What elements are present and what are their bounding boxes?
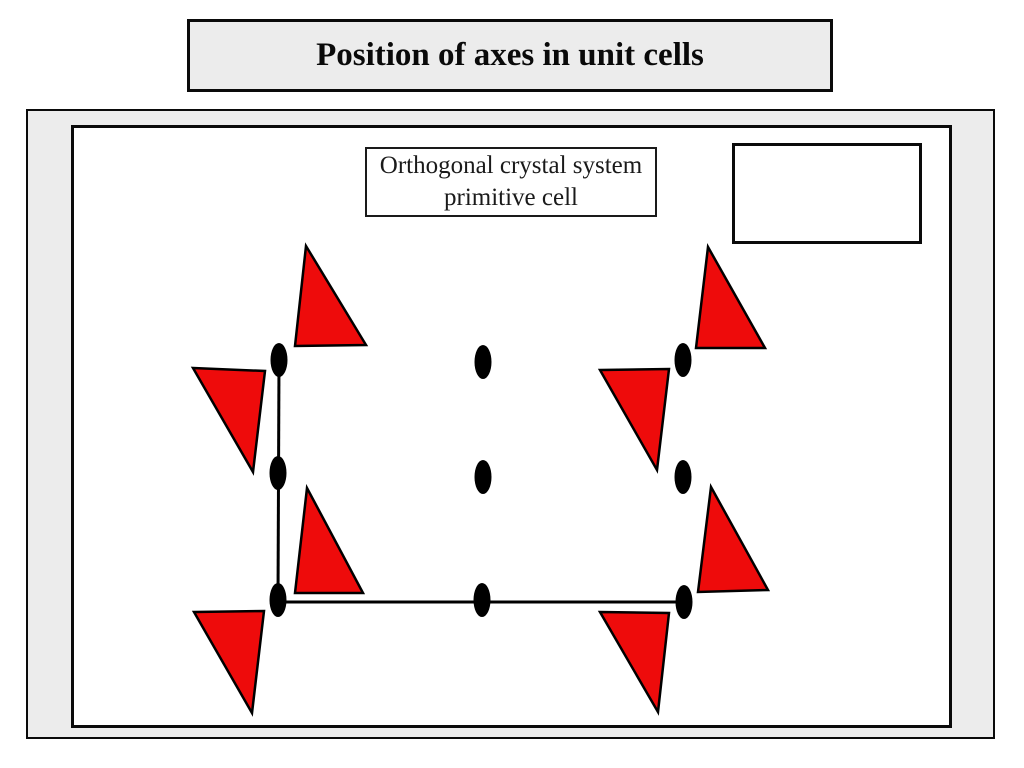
slide-title: Position of axes in unit cells: [316, 37, 704, 73]
caption-line-1: Orthogonal crystal system: [379, 152, 643, 179]
caption-line-2: primitive cell: [444, 184, 578, 211]
slide-title-box: Position of axes in unit cells: [187, 19, 833, 92]
diagram-caption-box: Orthogonal crystal system primitive cell: [365, 147, 657, 217]
empty-legend-box: [732, 143, 922, 244]
